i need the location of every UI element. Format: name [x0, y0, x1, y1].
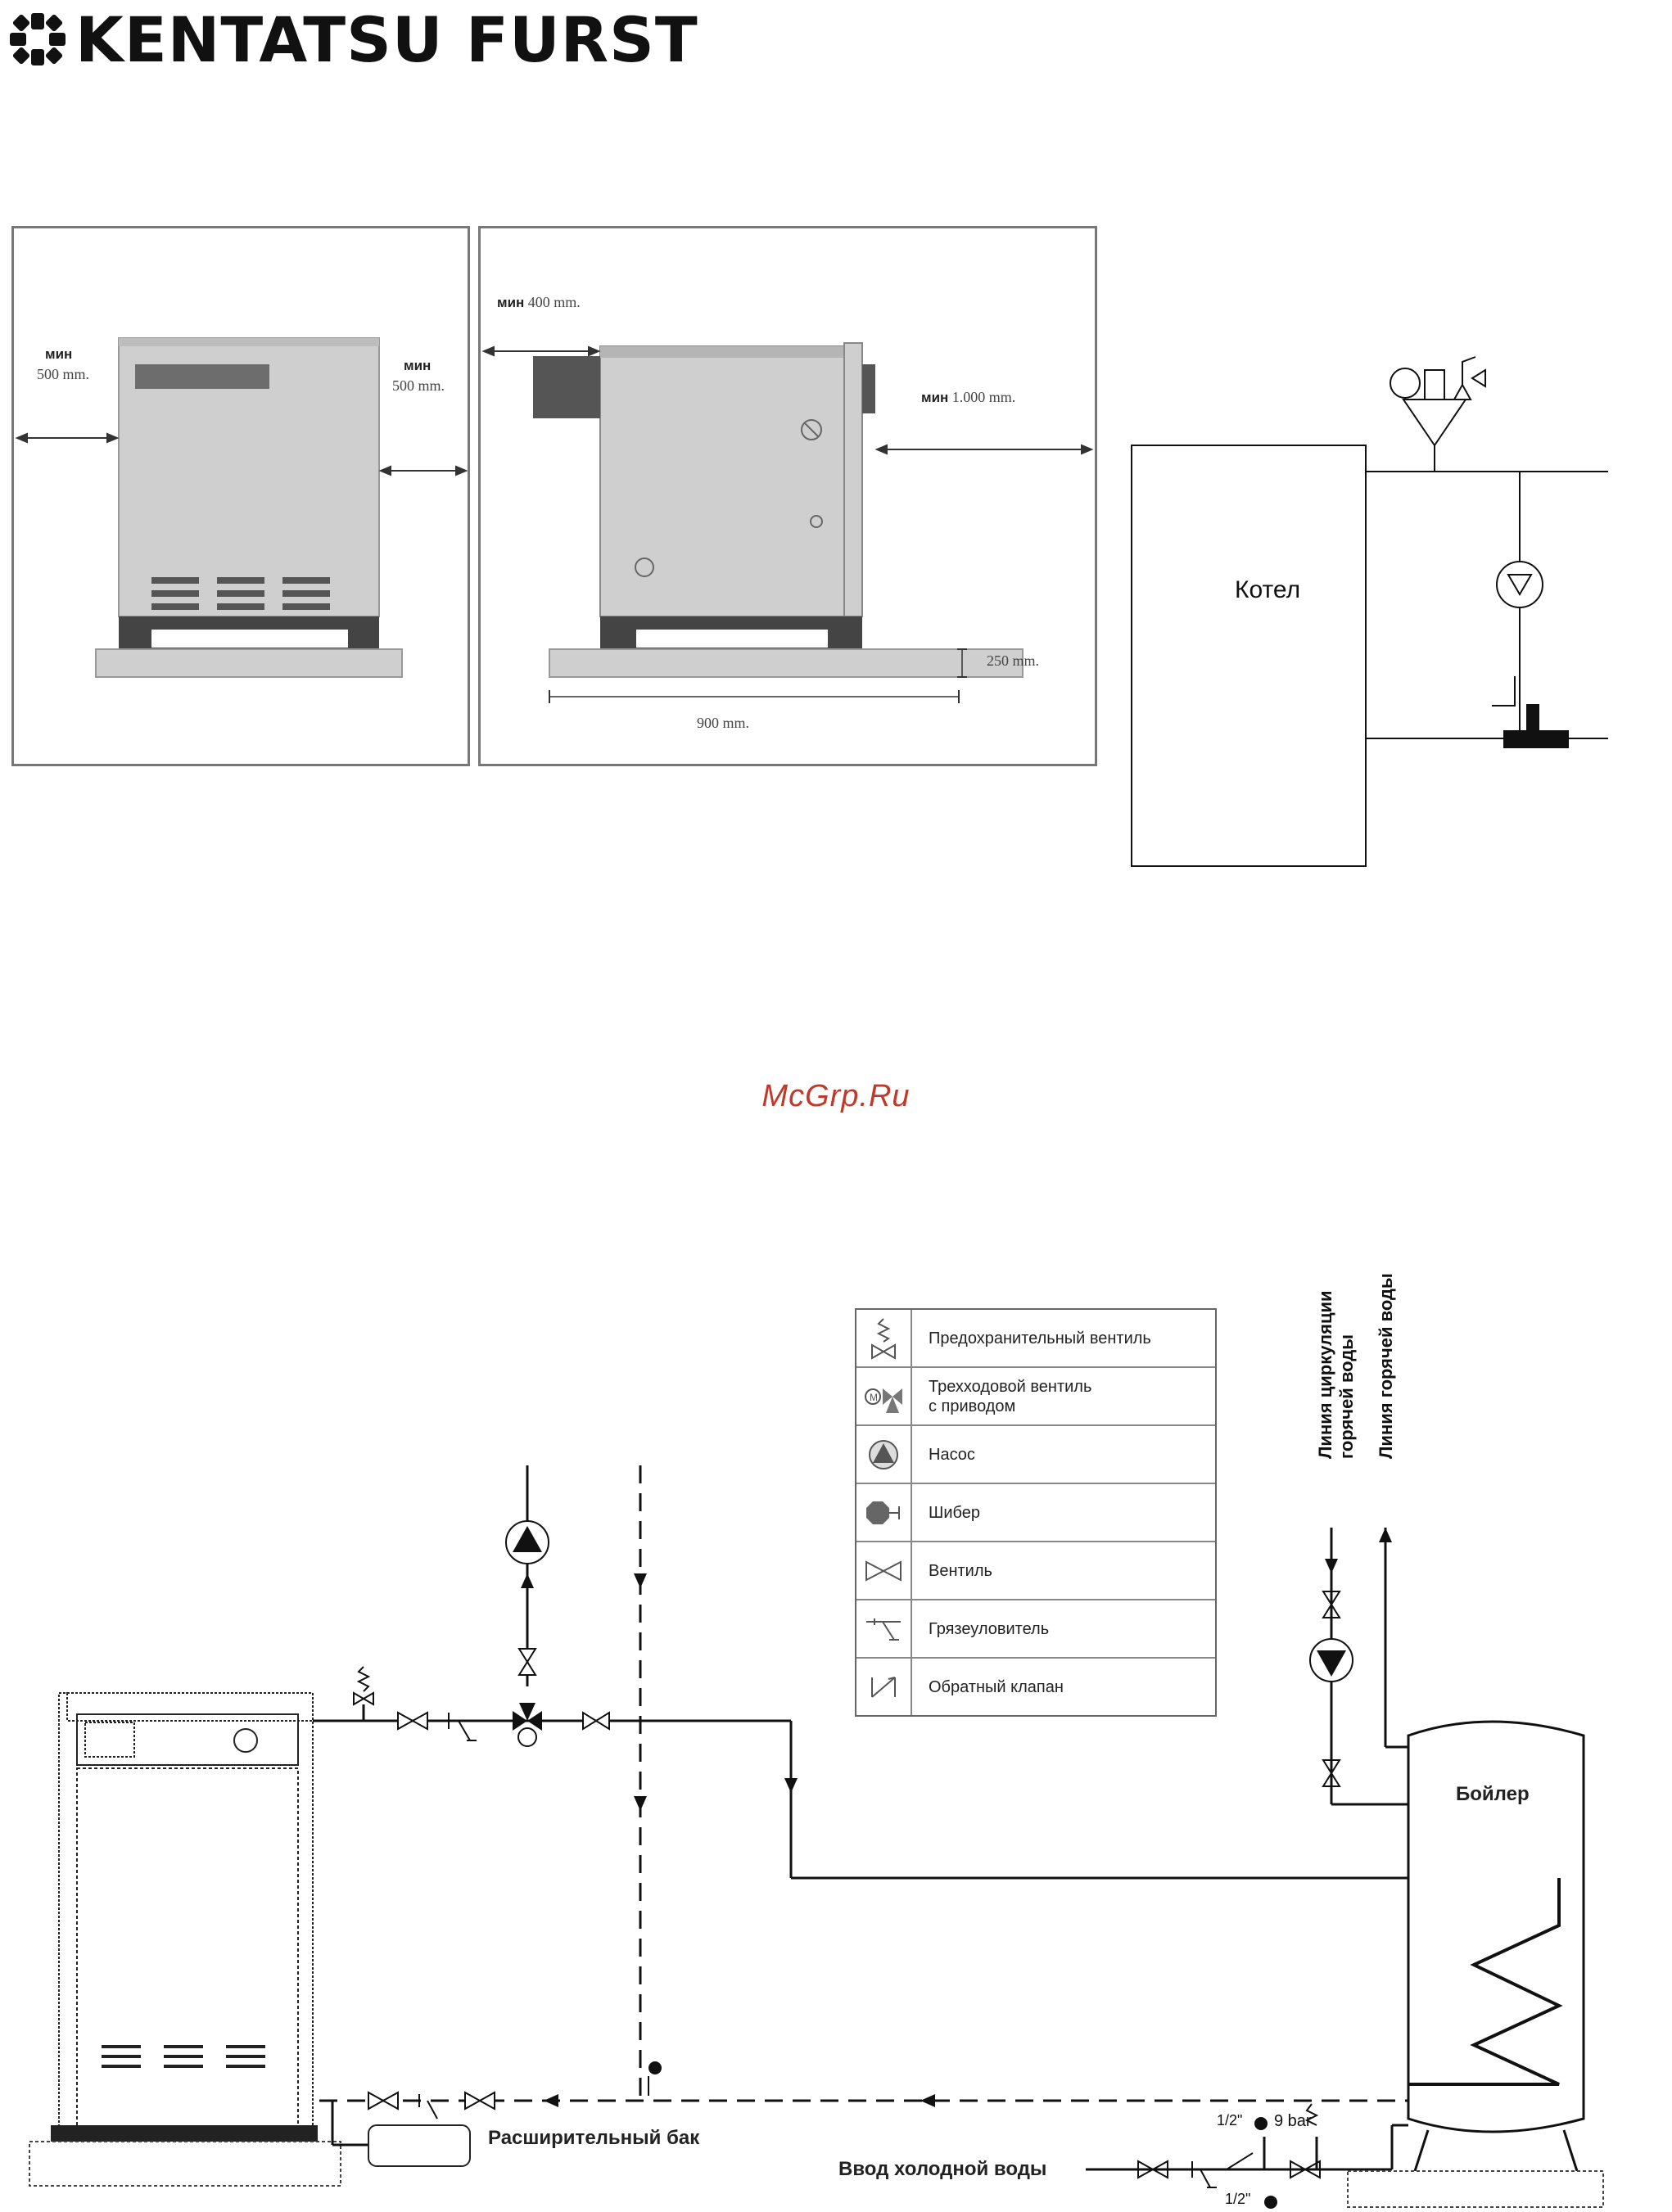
cold-water-inlet-label: Ввод холодной воды [838, 2158, 1047, 2180]
expansion-tank [368, 2124, 471, 2167]
legend-row-gate-valve: Шибер [856, 1484, 1215, 1542]
front-right-min-value: 500 mm. [392, 377, 445, 394]
water-heater-tank [1407, 1720, 1585, 2172]
supply-pump [505, 1520, 549, 1564]
legend-label-gate-valve: Шибер [929, 1503, 980, 1522]
front-right-min-label: мин [404, 358, 432, 373]
small-circuit-diagram: Котел [1131, 356, 1608, 867]
boiler-tank-label: Бойлер [1456, 1783, 1530, 1805]
boiler-unit [58, 1692, 314, 2128]
boiler-side-drawing [481, 342, 1094, 703]
pressure-label: 9 bar [1274, 2112, 1312, 2130]
legend-row-three-way-valve: M Трехходовой вентиль с приводом [856, 1368, 1215, 1426]
pipe-size-label-2: 1/2" [1225, 2191, 1251, 2207]
safety-valve-icon [871, 1317, 896, 1360]
watermark: McGrp.Ru [761, 1079, 911, 1113]
boiler-box-label: Котел [1235, 576, 1300, 603]
legend-row-check-valve: Обратный клапан [856, 1659, 1215, 1715]
legend-row-safety-valve: Предохранительный вентиль [856, 1310, 1215, 1368]
legend-label-three-way-valve: Трехходовой вентиль с приводом [929, 1377, 1092, 1415]
side-view-panel: мин 400 mm. мин 1.000 mm. 250 mm. 900 mm… [478, 226, 1097, 766]
base-height-value: 250 mm. [987, 652, 1040, 669]
front-view-panel: мин 500 mm. мин 500 mm. [11, 226, 470, 766]
pipe-size-label-1: 1/2" [1217, 2112, 1243, 2128]
legend-row-dirt-trap: Грязеуловитель [856, 1600, 1215, 1659]
brand-header: KENTATSU FURST [0, 3, 698, 76]
dirt-trap-icon [866, 1618, 901, 1641]
side-front-min-value: 1.000 mm. [951, 389, 1016, 405]
gate-valve-icon [866, 1501, 900, 1524]
check-valve-icon [871, 1676, 896, 1698]
pump-icon [869, 1439, 898, 1469]
legend-label-valve: Вентиль [929, 1561, 992, 1580]
svg-text:M: M [870, 1392, 878, 1403]
hot-water-line-label: Линия горячей воды [1376, 1273, 1396, 1459]
legend-label-check-valve: Обратный клапан [929, 1677, 1064, 1696]
boiler-front-drawing [15, 337, 468, 678]
legend-label-pump: Насос [929, 1445, 975, 1464]
side-front-min-label: мин [921, 390, 949, 405]
kentatsu-logo-icon [10, 13, 66, 65]
valve-icon [865, 1560, 902, 1582]
legend-label-dirt-trap: Грязеуловитель [929, 1619, 1050, 1638]
legend-label-safety-valve: Предохранительный вентиль [929, 1329, 1151, 1348]
legend-table: Предохранительный вентиль M Трехходовой … [855, 1308, 1217, 1717]
side-front-clearance: мин 1.000 mm. [921, 389, 1015, 406]
front-left-min-value: 500 mm. [37, 366, 90, 382]
legend-row-pump: Насос [856, 1426, 1215, 1484]
side-back-min-label: мин [497, 295, 525, 310]
three-way-valve-icon: M [865, 1388, 902, 1413]
legend-row-valve: Вентиль [856, 1542, 1215, 1600]
side-back-min-value: 400 mm. [527, 294, 581, 310]
front-left-min-label: мин [45, 346, 73, 362]
side-back-clearance: мин 400 mm. [497, 294, 581, 311]
expansion-tank-label: Расширительный бак [488, 2127, 700, 2149]
recirc-line-label: Линия циркуляции горячей воды [1315, 1290, 1357, 1459]
length-value: 900 mm. [697, 715, 750, 731]
recirc-pump [1309, 1638, 1353, 1682]
brand-name: KENTATSU FURST [75, 2, 698, 76]
